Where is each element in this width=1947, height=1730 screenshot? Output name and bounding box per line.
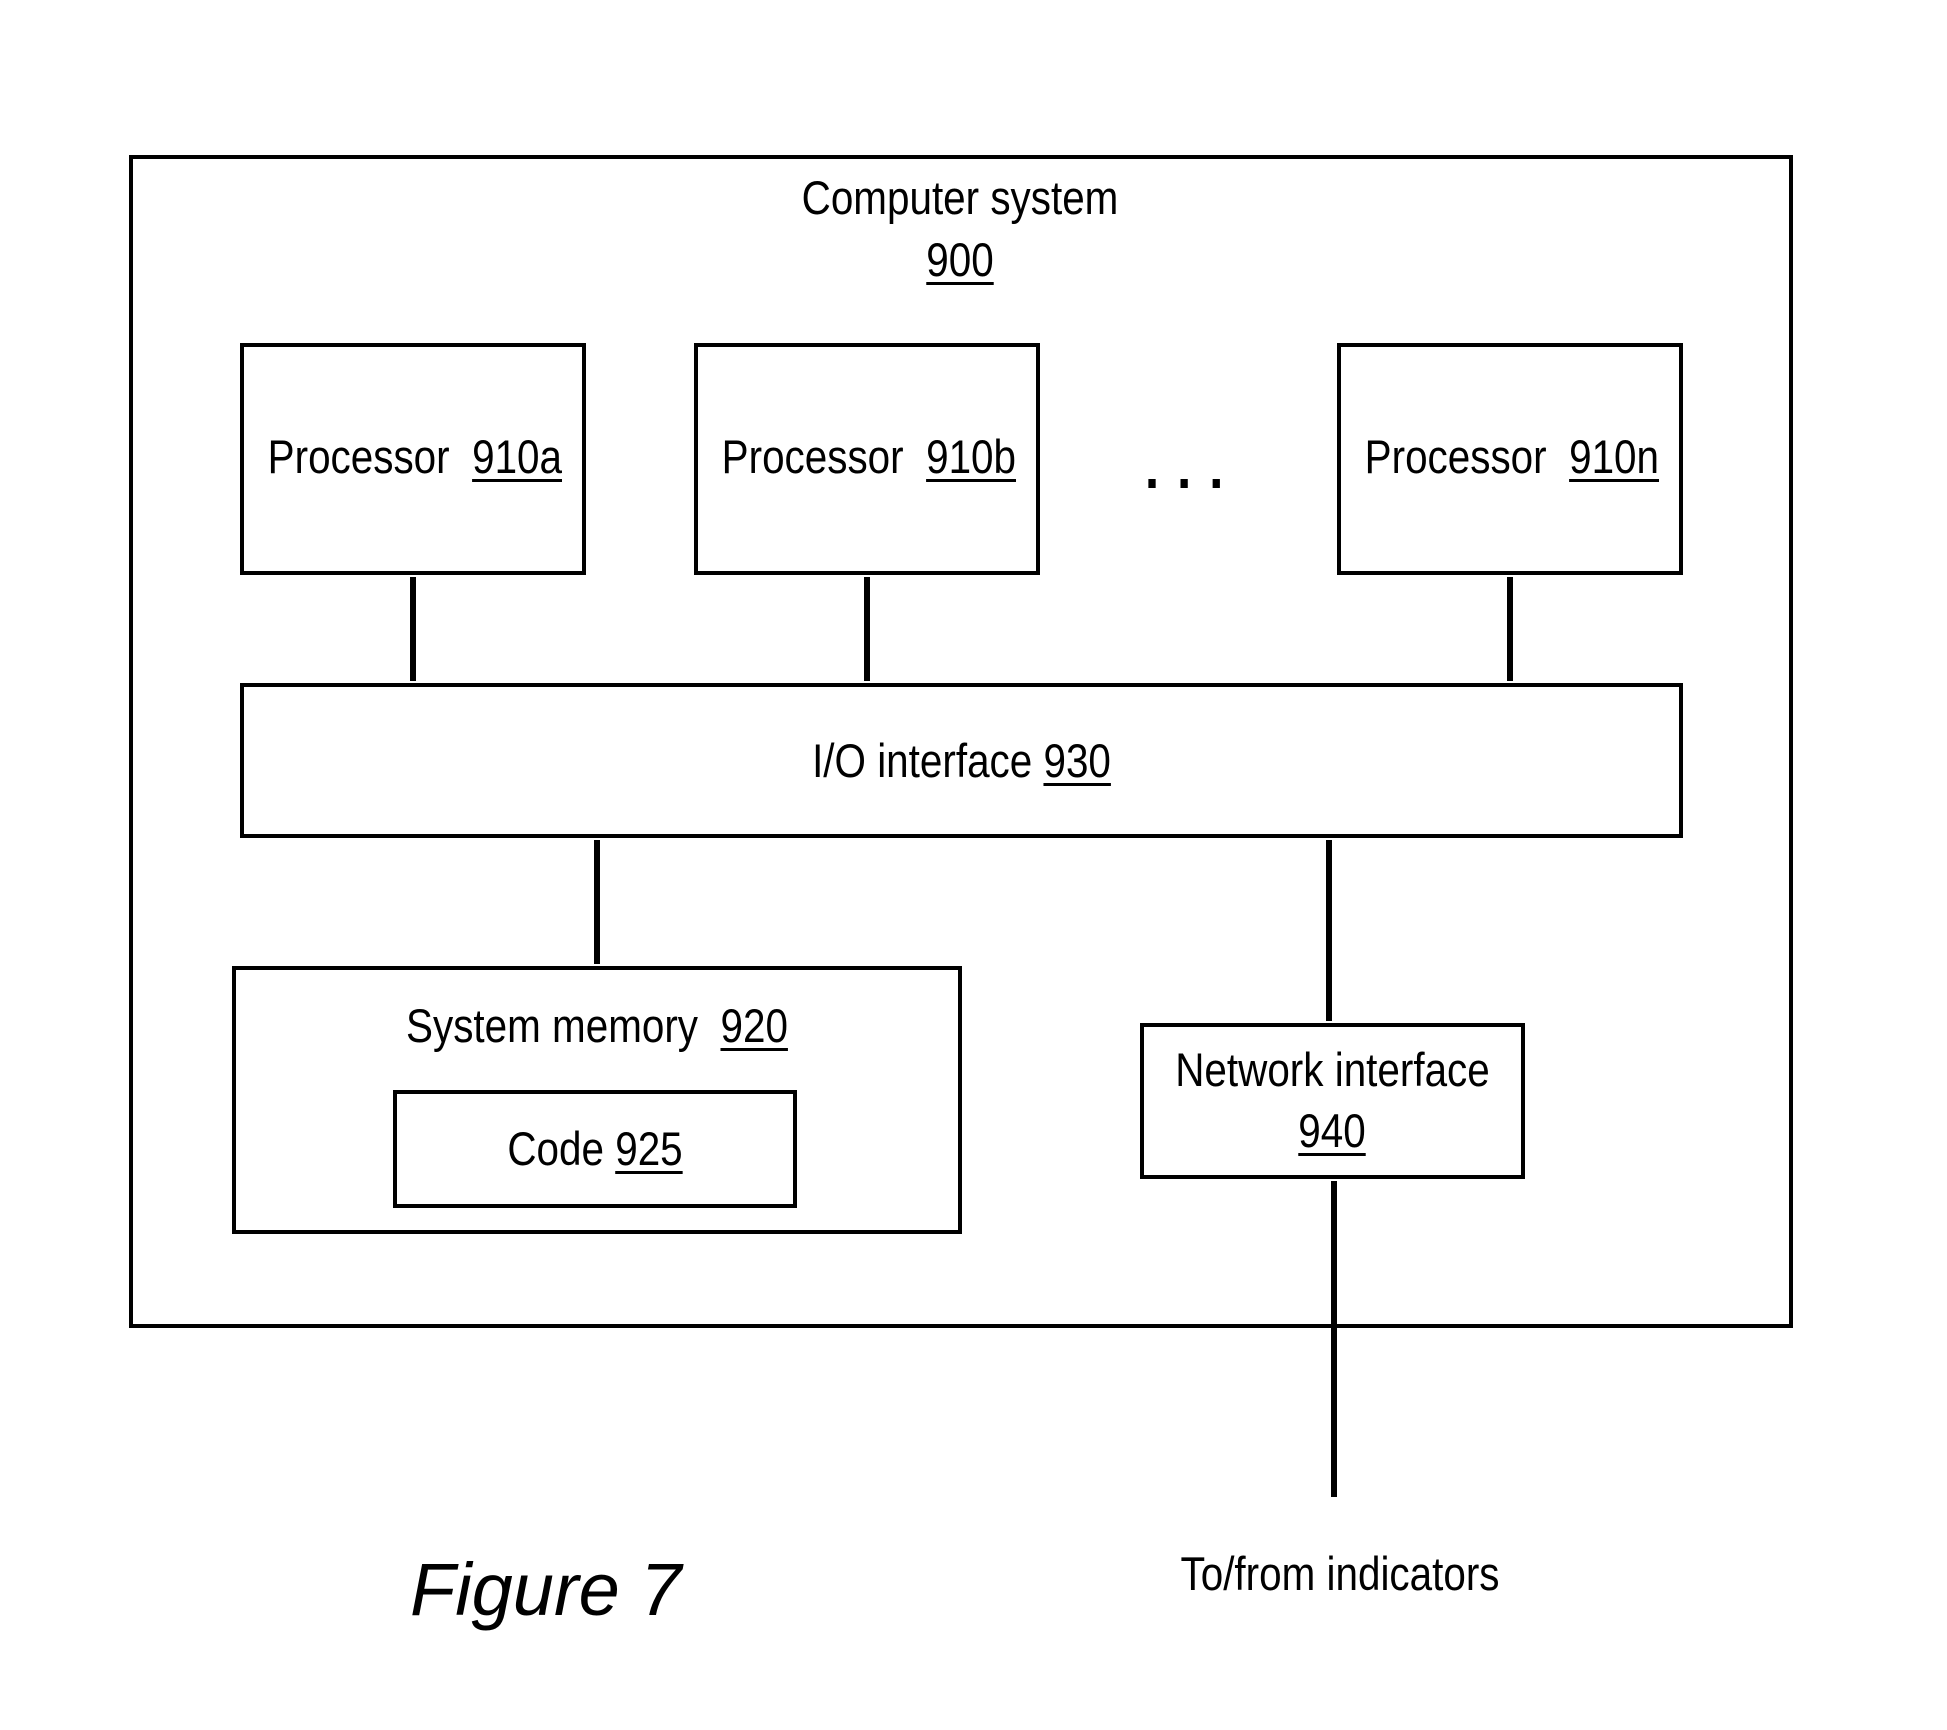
external-indicators-label: To/from indicators [1159,1550,1520,1597]
figure-caption: Figure 7 [410,1553,681,1627]
